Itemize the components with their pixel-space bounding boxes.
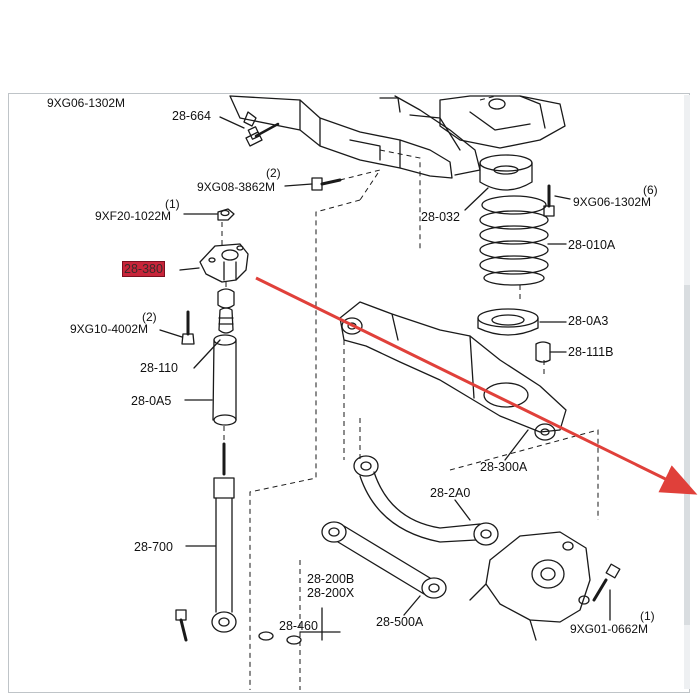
label-28-380-highlight: 28-380 [122,261,165,277]
callout-arrow [255,276,698,495]
label-28-111b: 28-111B [568,345,614,359]
nut-9xf20 [183,208,235,221]
small-bolts-bottom [175,607,341,645]
bolt-28-664 [219,111,280,147]
lateral-link-28-200b [321,521,447,599]
spring-seat-28-0a3 [477,308,567,336]
bolt-bottom-9xg01 [592,563,621,621]
bolt-9xg08 [284,177,342,191]
label-9xg06-top: 9XG06-1302M [47,96,126,110]
label-28-300a: 28-300A [480,460,528,474]
label-28-200b: 28-200B [307,572,355,586]
strut-tower-housing [439,95,566,149]
label-28-700: 28-700 [134,540,173,554]
label-9xg01: 9XG01-0662M [570,622,649,636]
knuckle [469,531,591,641]
label-9xg10: 9XG10-4002M [70,322,149,336]
label-9xg06-right: 9XG06-1302M [573,195,652,209]
bump-stop-28-111b [535,341,567,363]
label-9xg08: 9XG08-3862M [197,180,276,194]
label-28-200x: 28-200X [307,586,355,600]
upper-mount-28-380 [179,243,249,283]
scrollbar-thumb[interactable] [684,285,690,625]
label-9xg08-qty: (2) [266,166,281,180]
label-28-032: 28-032 [421,210,460,224]
lower-arm-28-300a [339,301,567,461]
dust-boot-28-0a5 [184,334,237,426]
label-28-664: 28-664 [172,109,211,123]
label-28-460: 28-460 [279,619,318,633]
label-9xg01-qty: (1) [640,609,655,623]
label-9xg06-right-qty: (6) [643,183,658,197]
label-28-0a3: 28-0A3 [568,314,609,328]
label-28-2a0: 28-2A0 [430,486,471,500]
coil-spring-28-010a [479,195,567,286]
bolt-9xg10 [159,310,195,345]
label-28-380: 28-380 [122,261,165,277]
label-9xf20-qty: (1) [165,197,180,211]
trailing-link-28-500a [403,595,421,616]
label-9xf20: 9XF20-1022M [95,209,172,223]
label-28-110: 28-110 [140,361,178,375]
scrollbar[interactable] [684,95,690,689]
label-9xg10-qty: (2) [142,310,157,324]
label-28-0a5: 28-0A5 [131,394,172,408]
label-28-500a: 28-500A [376,615,424,629]
shock-absorber-28-700 [185,442,237,633]
spring-seat-28-032 [464,154,533,211]
dashed-guides [221,95,599,690]
label-28-010a: 28-010A [568,238,616,252]
bump-stop-28-110 [193,288,235,369]
subframe [229,95,481,179]
bolt-right-9xg06 [543,184,571,217]
diagram-frame [8,93,690,693]
control-link-28-2a0 [353,455,499,546]
